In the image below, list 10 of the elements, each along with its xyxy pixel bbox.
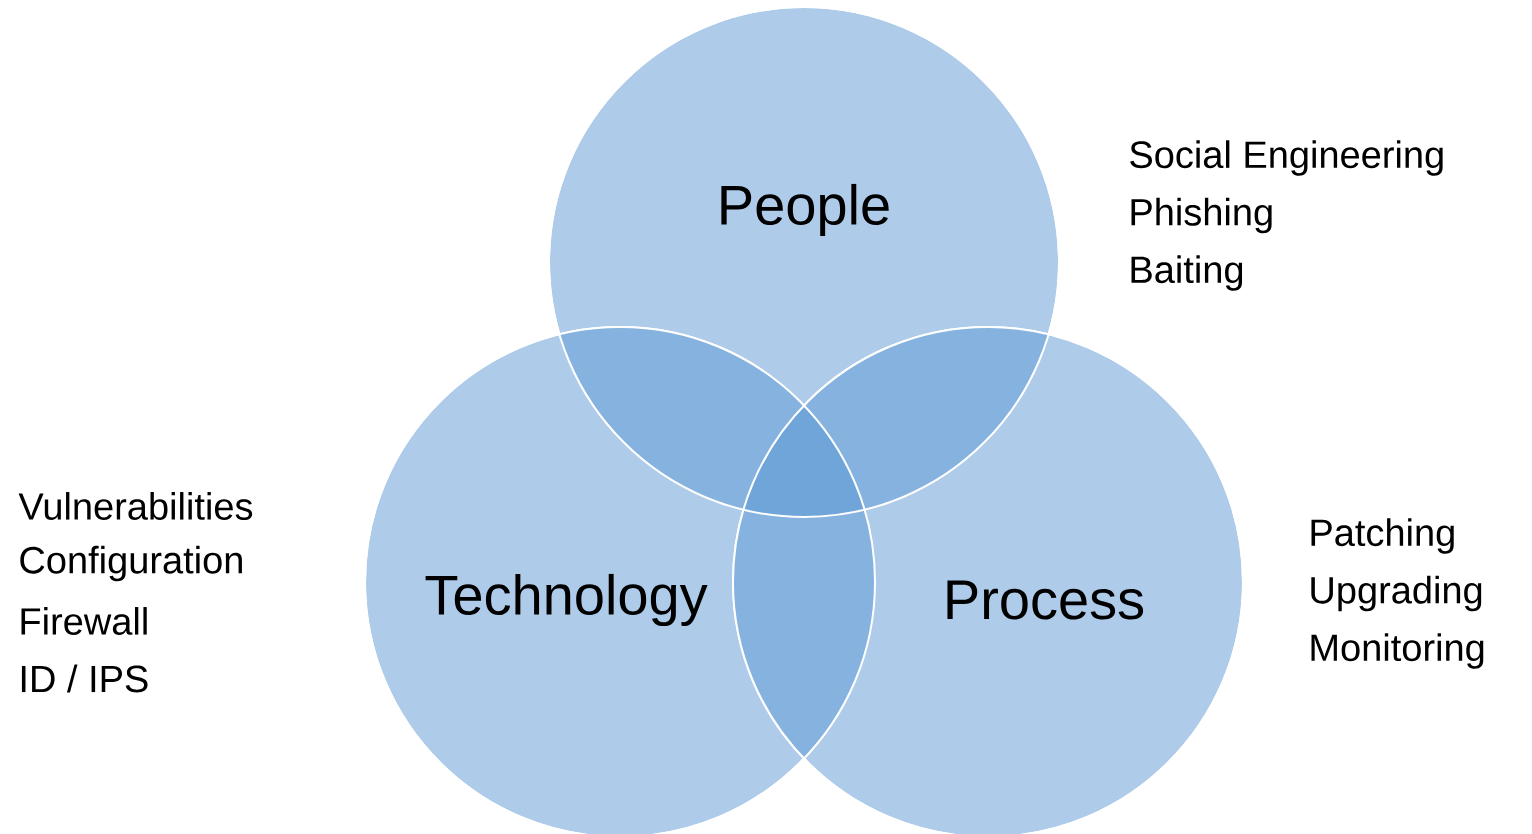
topic-label: Upgrading: [1311, 575, 1482, 612]
topic-label: Vulnerabilities: [18, 492, 253, 520]
topic-label: Configuration: [20, 545, 242, 582]
topic-label: ID / IPS: [21, 664, 148, 693]
topic-label: Phishing: [1131, 197, 1272, 234]
topic-label: Patching: [1311, 518, 1454, 554]
topic-label: Monitoring: [1311, 633, 1484, 669]
topic-label: Social Engineering: [1130, 140, 1443, 176]
topic-label: Baiting: [1131, 255, 1243, 291]
topic-label: Firewall: [21, 607, 147, 635]
